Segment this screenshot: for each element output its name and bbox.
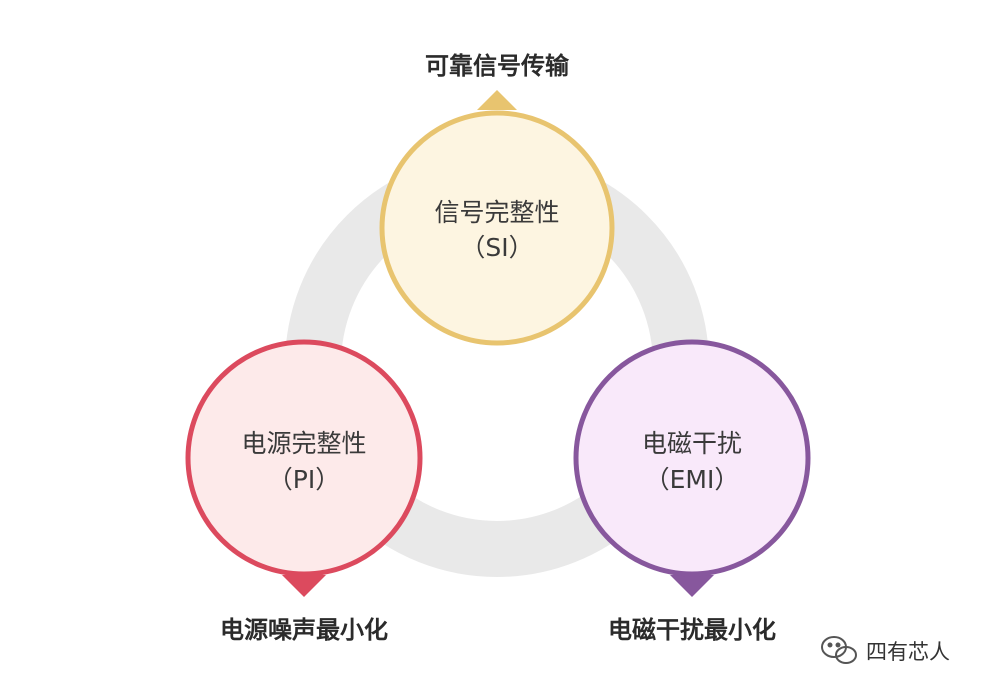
emi-pointer: [670, 575, 714, 597]
pi-circle: [185, 339, 423, 577]
emi-goal: 电磁干扰最小化: [608, 616, 776, 644]
emi-circle: [573, 339, 811, 577]
emi-abbr: （EMI）: [645, 465, 740, 494]
watermark: 四有芯人: [821, 636, 950, 664]
si-abbr: （SI）: [460, 233, 533, 262]
si-name: 信号完整性: [434, 198, 559, 227]
pi-name: 电源完整性: [241, 429, 366, 458]
si-goal: 可靠信号传输: [425, 52, 570, 80]
si-node: 信号完整性 （SI）: [379, 90, 615, 346]
pi-abbr: （PI）: [268, 465, 340, 494]
emi-node: 电磁干扰 （EMI）: [573, 339, 811, 597]
pi-goal: 电源噪声最小化: [220, 616, 388, 644]
emi-name: 电磁干扰: [642, 429, 742, 458]
si-circle: [379, 110, 615, 346]
pi-node: 电源完整性 （PI）: [185, 339, 423, 597]
watermark-text: 四有芯人: [866, 640, 950, 664]
wechat-icon: [821, 636, 857, 664]
pi-pointer: [282, 575, 326, 597]
si-pointer: [477, 90, 517, 110]
